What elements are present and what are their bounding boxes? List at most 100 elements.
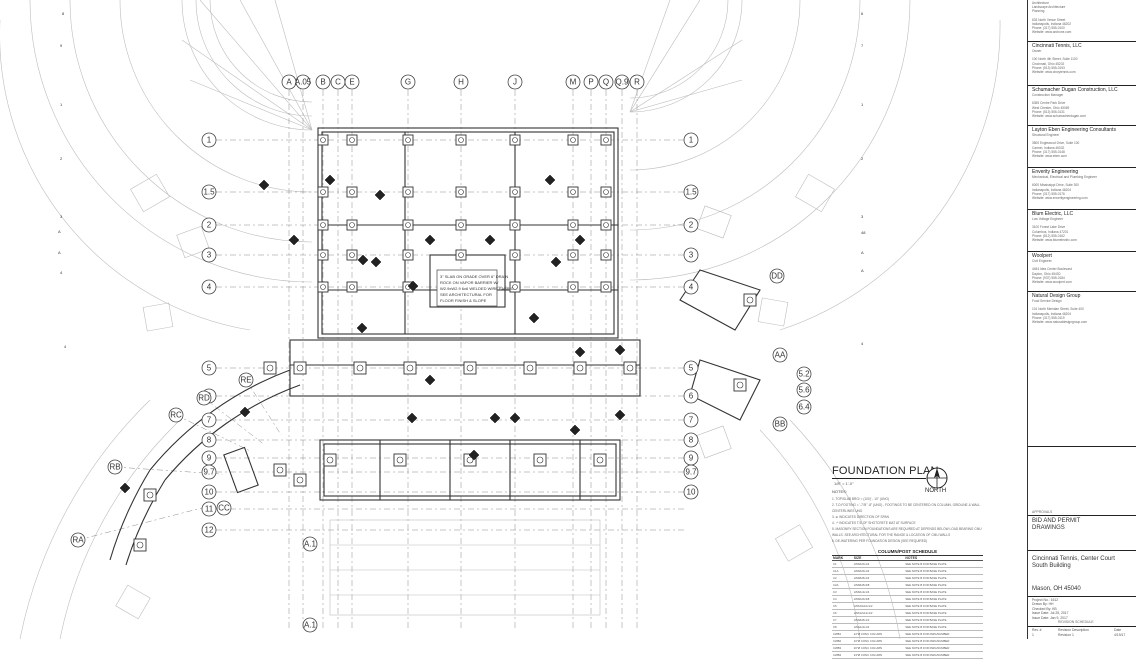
column [512, 189, 518, 195]
revision-header-cell: Revision Description [1058, 628, 1089, 632]
consultant-detail: Construction Manager [1032, 93, 1064, 97]
grid-bubble-label: 1.5 [685, 188, 697, 197]
note-line: 3. ⊕ INDICATES DIRECTION OF SPAN [832, 515, 889, 519]
column-grid-bubble: Q.9 [614, 74, 630, 90]
grid-bubble-label: H [458, 78, 464, 87]
footing [402, 134, 414, 146]
schedule-cell: HSS6x4x1/4 [852, 588, 905, 596]
grid-bubble-circle [201, 279, 217, 295]
footing [402, 249, 414, 261]
schedule-cell: C4 [832, 595, 853, 603]
footing [455, 134, 467, 146]
footing [567, 281, 579, 293]
footing [346, 219, 358, 231]
column-grid-bubble: M [565, 74, 581, 90]
column-grid-bubble: Q [598, 74, 614, 90]
consultant-detail: Website: www.woolpert.com [1032, 280, 1072, 285]
schedule-header-cell: NOTES [904, 556, 983, 561]
footing [455, 219, 467, 231]
consultant-detail: 3100 Forest Lake Drive [1032, 225, 1066, 230]
grid-bubble-circle [796, 366, 812, 382]
radial-grid-bubble: RD [196, 390, 212, 406]
row-grid-bubble-left: 4 [201, 279, 217, 295]
column [603, 189, 609, 195]
column [570, 284, 576, 290]
grid-bubble-label: A [286, 78, 292, 87]
grid-bubble-label: 4 [207, 283, 212, 292]
schedule-cell: SEE NOTE B FOR BASE PLATE [904, 602, 983, 610]
grid-bubble-circle [201, 484, 217, 500]
column [458, 189, 464, 195]
consultant-detail: Owner [1032, 49, 1042, 53]
callout-box: 3" SLAB ON GRADE OVER 6" DRAIN ROCK ON V… [436, 269, 514, 307]
column [276, 466, 284, 474]
consultant-divider [1028, 291, 1136, 292]
title-block-rule [1028, 596, 1136, 597]
grid-bubble-label: 4 [689, 283, 694, 292]
row-grid-bubble-left: 12 [201, 522, 217, 538]
column [349, 222, 355, 228]
schedule-cell: SEE NOTE B FOR BASE PLATE [904, 581, 983, 589]
consultant-detail: Website: www.blumelectric.com [1032, 238, 1077, 243]
schedule-cell: SEE NOTE B FOR BASE PLATE [904, 567, 983, 575]
column [349, 252, 355, 258]
approvals-label: APPROVALS [1032, 510, 1053, 514]
consultant-name: Woolpert [1032, 253, 1052, 259]
footing [455, 249, 467, 261]
svg-text:SEE ARCHITECTURAL FOR: SEE ARCHITECTURAL FOR [440, 292, 492, 297]
footing [403, 361, 417, 375]
footing [402, 186, 414, 198]
column [570, 222, 576, 228]
grid-bubble-circle [683, 279, 699, 295]
row-grid-bubble-right: 10 [683, 484, 699, 500]
consultant-divider [1028, 209, 1136, 210]
section-tag [407, 280, 419, 292]
revision-schedule-label: REVISION SCHEDULE [1058, 620, 1094, 624]
east-grid-bubble: 6.4 [796, 399, 812, 415]
east-grid-bubble: DD [769, 268, 785, 284]
grid-bubble-label: G [405, 78, 411, 87]
grid-bubble-label: M [570, 78, 577, 87]
footing [523, 361, 537, 375]
grid-bubble-circle [772, 347, 788, 363]
schedule-header-cell: MARK [832, 556, 853, 561]
grid-bubble-circle [772, 416, 788, 432]
grid-bubble-label: 1.5 [203, 188, 215, 197]
grid-bubble-circle [796, 382, 812, 398]
section-tag [528, 312, 540, 324]
grid-bubble-circle [683, 217, 699, 233]
radial-grid-line [203, 397, 263, 444]
column-grid-bubble: A.05 [295, 74, 312, 90]
consultant-detail: Columbus, Indiana 47201 [1032, 229, 1069, 234]
row-grid-bubble-left: 11 [201, 501, 217, 517]
grid-bubble-circle [201, 247, 217, 263]
consultant-detail: Phone: (317) 555-0100 [1032, 26, 1065, 31]
consultant-detail: Phone: (812) 555-0162 [1032, 233, 1065, 238]
plan-scale: 1/8" = 1'-0" [834, 481, 854, 486]
grid-bubble-label: 11 [205, 505, 214, 514]
column [458, 222, 464, 228]
section-tag [544, 174, 556, 186]
grid-bubble-circle [201, 522, 217, 538]
schedule-cell: SEE NOTE B FOR DWG/NUMBER [904, 644, 983, 652]
schedule-cell: C5 [832, 602, 853, 610]
row-grid-bubble-left: 1.5 [201, 184, 217, 200]
edge-grid-number: A [861, 268, 864, 273]
footing [623, 361, 637, 375]
grid-bubble-label: 10 [687, 488, 696, 497]
footing [317, 281, 329, 293]
grid-bubble-label: BB [775, 420, 786, 429]
section-tag [614, 344, 626, 356]
project-meta-line: Drawn By: HH [1032, 602, 1054, 607]
column [146, 491, 154, 499]
section-tag [509, 412, 521, 424]
row-grid-bubble-right: 1 [683, 132, 699, 148]
footing [323, 453, 337, 467]
schedule-cell: HSS10x10x1/2 [852, 602, 905, 610]
column [466, 364, 474, 372]
section-tag [574, 346, 586, 358]
